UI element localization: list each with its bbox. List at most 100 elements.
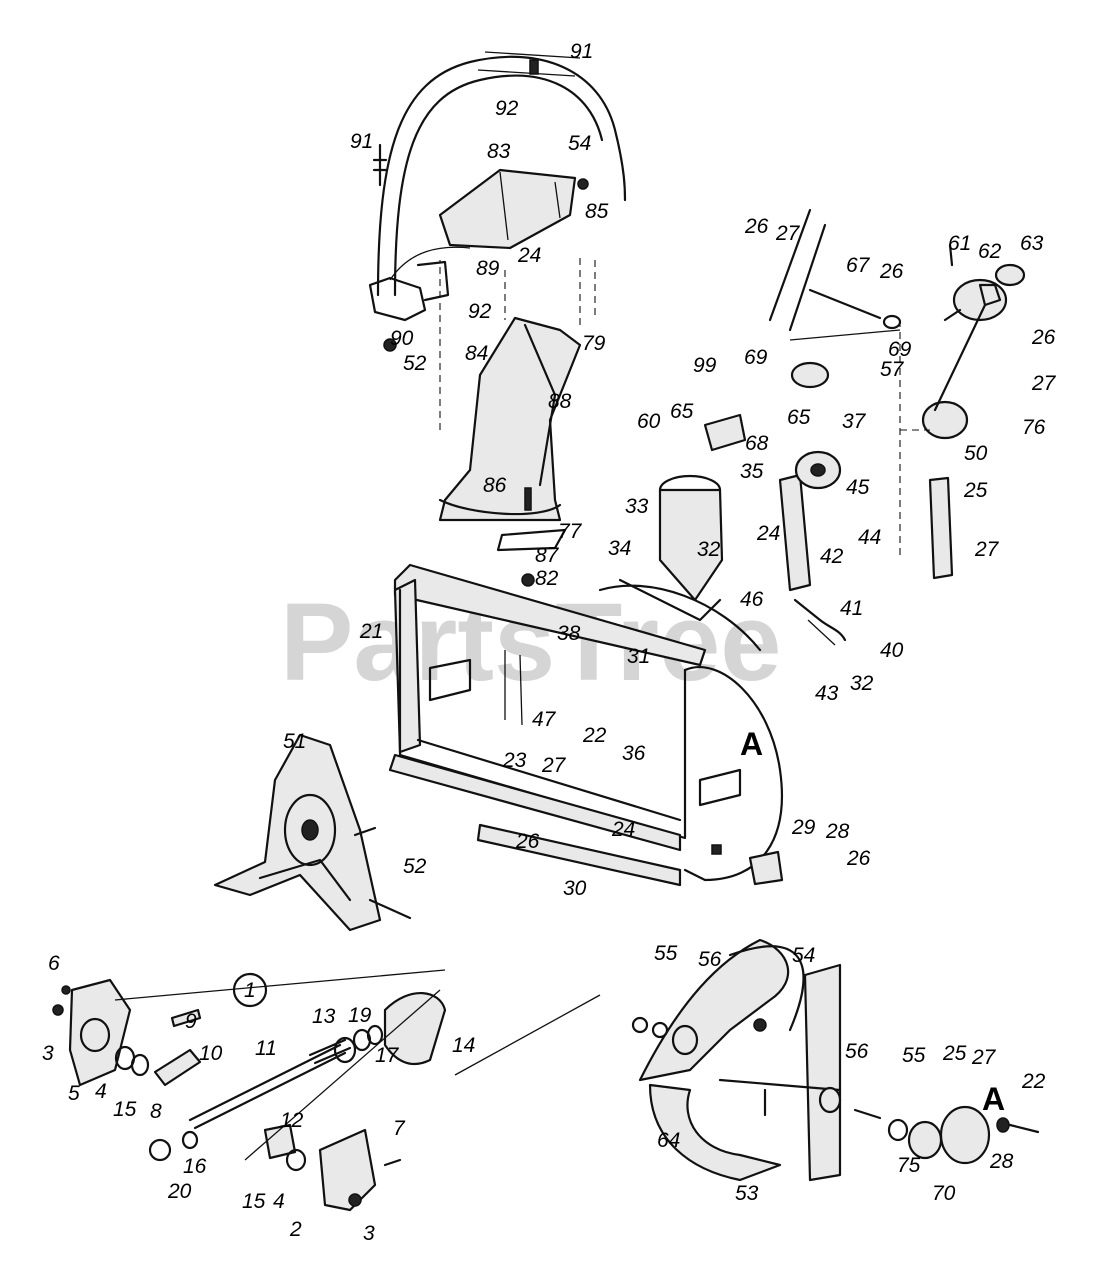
- callout-24: 24: [611, 818, 635, 841]
- callout-26: 26: [846, 847, 871, 870]
- callout-86: 86: [483, 474, 507, 497]
- callout-45: 45: [846, 476, 870, 499]
- impeller-assembly: [454, 938, 1040, 1182]
- callout-77: 77: [558, 520, 583, 543]
- callout-32: 32: [850, 672, 874, 695]
- callout-12: 12: [280, 1109, 304, 1132]
- callout-46: 46: [740, 588, 764, 611]
- callout-69: 69: [744, 346, 768, 369]
- callout-42: 42: [820, 545, 844, 568]
- callout-3: 3: [42, 1042, 54, 1065]
- callout-33: 33: [625, 495, 649, 518]
- callout-4: 4: [95, 1080, 107, 1103]
- callout-57: 57: [880, 358, 905, 381]
- gearbox: [213, 733, 412, 932]
- callout-27: 27: [974, 538, 1000, 561]
- callout-31: 31: [627, 645, 650, 668]
- callout-6: 6: [48, 952, 60, 975]
- callout-60: 60: [637, 410, 661, 433]
- callout-15: 15: [242, 1190, 266, 1213]
- callout-27: 27: [971, 1046, 997, 1069]
- callout-37: 37: [842, 410, 867, 433]
- callout-24: 24: [517, 244, 541, 267]
- rotator-bracket: [703, 413, 747, 452]
- callout-99: 99: [693, 354, 717, 377]
- callout-51: 51: [283, 730, 306, 753]
- callout-83: 83: [487, 140, 511, 163]
- callout-4: 4: [273, 1190, 285, 1213]
- callout-75: 75: [897, 1154, 921, 1177]
- callout-88: 88: [548, 390, 572, 413]
- callout-26: 26: [744, 215, 769, 238]
- callout-15: 15: [113, 1098, 137, 1121]
- shave-plate: [388, 753, 682, 887]
- auger-shaft-assembly: [52, 969, 447, 1212]
- callout-65: 65: [787, 406, 811, 429]
- callout-87: 87: [535, 544, 560, 567]
- callout-82: 82: [535, 567, 559, 590]
- callout-16: 16: [183, 1155, 207, 1178]
- callout-84: 84: [465, 342, 488, 365]
- skid-shoe: [748, 850, 784, 886]
- callout-9: 9: [185, 1010, 197, 1033]
- view-marker-circle: [232, 972, 268, 1008]
- section-marker-a-hub: A: [982, 1081, 1005, 1117]
- section-marker-a-housing: A: [740, 726, 763, 762]
- callout-69: 69: [888, 338, 912, 361]
- callout-91: 91: [570, 40, 593, 63]
- callout-61: 61: [948, 232, 971, 255]
- callout-36: 36: [622, 742, 646, 765]
- callout-55: 55: [654, 942, 678, 965]
- callout-24: 24: [756, 522, 780, 545]
- callout-92: 92: [468, 300, 492, 323]
- callout-20: 20: [167, 1180, 192, 1203]
- callout-34: 34: [608, 537, 631, 560]
- callout-19: 19: [348, 1004, 372, 1027]
- callout-14: 14: [452, 1034, 475, 1057]
- callout-55: 55: [902, 1044, 926, 1067]
- crank-assembly: [768, 208, 1026, 389]
- callout-23: 23: [502, 749, 527, 772]
- callout-27: 27: [1031, 372, 1057, 395]
- chute-cable-assembly: [372, 51, 627, 297]
- callout-89: 89: [476, 257, 500, 280]
- callout-50: 50: [964, 442, 988, 465]
- callout-27: 27: [541, 754, 567, 777]
- callout-17: 17: [375, 1044, 400, 1067]
- chute-deflector: [438, 168, 589, 250]
- callout-76: 76: [1022, 416, 1046, 439]
- callout-2: 2: [289, 1218, 302, 1241]
- callout-90: 90: [390, 327, 414, 350]
- callout-28: 28: [825, 820, 850, 843]
- callout-11: 11: [255, 1037, 277, 1060]
- callout-22: 22: [1021, 1070, 1046, 1093]
- callout-22: 22: [582, 724, 607, 747]
- callout-26: 26: [1031, 326, 1056, 349]
- callout-56: 56: [698, 948, 722, 971]
- callout-65: 65: [670, 400, 694, 423]
- callout-56: 56: [845, 1040, 869, 1063]
- callout-47: 47: [532, 708, 557, 731]
- callout-67: 67: [846, 254, 871, 277]
- callout-92: 92: [495, 97, 519, 120]
- callout-52: 52: [403, 855, 427, 878]
- callout-26: 26: [515, 830, 540, 853]
- callout-25: 25: [963, 479, 988, 502]
- chute-rotator: [368, 246, 471, 352]
- callout-38: 38: [557, 622, 581, 645]
- callout-3: 3: [363, 1222, 375, 1245]
- callout-28: 28: [989, 1150, 1014, 1173]
- callout-41: 41: [840, 597, 863, 620]
- chute-base: [618, 474, 724, 622]
- callout-35: 35: [740, 460, 764, 483]
- callout-10: 10: [199, 1042, 223, 1065]
- callout-40: 40: [880, 639, 904, 662]
- idler-bracket: [778, 450, 847, 646]
- callout-27: 27: [775, 222, 801, 245]
- callout-43: 43: [815, 682, 839, 705]
- callout-8: 8: [150, 1100, 162, 1123]
- callout-63: 63: [1020, 232, 1044, 255]
- callout-30: 30: [563, 877, 587, 900]
